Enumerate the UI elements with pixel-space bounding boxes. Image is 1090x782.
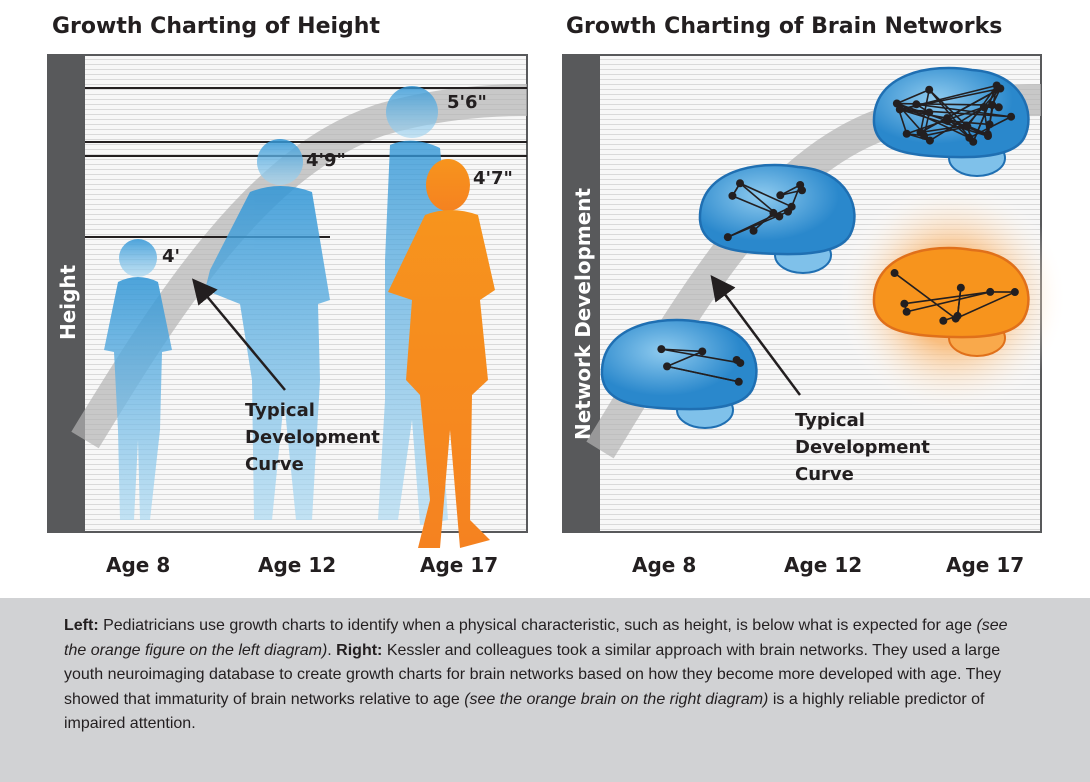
caption-box: Left: Pediatricians use growth charts to… [0, 598, 1090, 782]
left-age-8: Age 8 [106, 553, 170, 577]
brain-age-8 [600, 318, 758, 429]
left-chart: Height 5'6" 4'9" 4'7" 4' [47, 54, 528, 548]
height-label-4-9: 4'9" [306, 150, 346, 171]
curve-label-line1: Typical [795, 410, 865, 431]
caption-left-italic: (see the orange figure on the left diagr… [64, 617, 1008, 659]
right-title: Growth Charting of Brain Networks [566, 14, 1002, 39]
child-age-12-silhouette [205, 139, 330, 520]
caption-right-label: Right: [336, 641, 383, 659]
height-label-4: 4' [162, 246, 180, 267]
left-age-17: Age 17 [420, 553, 498, 577]
right-age-8: Age 8 [632, 553, 696, 577]
left-title: Growth Charting of Height [52, 14, 380, 39]
height-label-5-6: 5'6" [447, 92, 487, 113]
curve-label-line2: Development [795, 437, 930, 458]
left-axis-label: Height [56, 264, 80, 340]
curve-arrow [710, 274, 802, 396]
right-chart: Network Development Typical Development … [562, 54, 1067, 533]
left-axis-bar [48, 55, 85, 532]
caption-left-label: Left: [64, 617, 99, 634]
brain-orange [872, 246, 1030, 357]
left-age-12: Age 12 [258, 553, 336, 577]
orange-girl-silhouette [388, 159, 495, 548]
curve-label-line2: Development [245, 427, 380, 448]
brain-age-17 [872, 66, 1030, 177]
curve-label-line3: Curve [245, 454, 304, 475]
diagram-art: Growth Charting of Height Growth Chartin… [47, 14, 1067, 577]
height-label-4-7: 4'7" [473, 168, 513, 189]
right-age-17: Age 17 [946, 553, 1024, 577]
caption-left-text: Pediatricians use growth charts to ident… [98, 617, 977, 634]
caption-right-text: Kessler and colleagues took a similar ap… [64, 641, 1002, 708]
caption-right-italic: (see the orange brain on the right diagr… [464, 690, 769, 708]
brain-age-12 [698, 163, 856, 274]
curve-arrow [191, 278, 286, 391]
curve-label-line3: Curve [795, 464, 854, 485]
right-age-12: Age 12 [784, 553, 862, 577]
right-axis-label: Network Development [571, 187, 595, 440]
right-axis-bar [563, 55, 600, 532]
child-age-8-silhouette [104, 239, 172, 520]
caption-end-text: is a highly reliable predictor of impair… [64, 690, 985, 733]
caption-text: Left: Pediatricians use growth charts to… [64, 614, 1034, 737]
curve-label-line1: Typical [245, 400, 315, 421]
caption-separator: . [327, 641, 337, 659]
